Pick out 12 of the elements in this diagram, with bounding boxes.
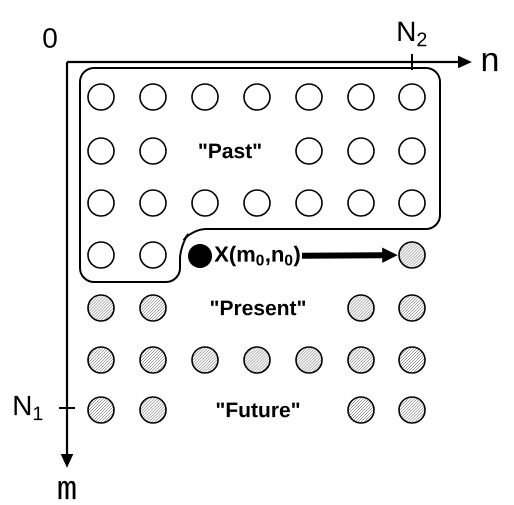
region-label: "Present"	[208, 300, 308, 316]
axis-tick-label: N$_{2}$	[395, 20, 429, 48]
current-point: X(m$_{0}$,n$_{0}$)	[188, 244, 300, 268]
axis-label: n	[478, 52, 502, 72]
region-label: "Past"	[199, 144, 261, 158]
axis-label: m	[56, 480, 78, 500]
axis-tick-label: N$_{1}$	[11, 394, 45, 422]
origin-label: 0	[41, 27, 59, 49]
region-outline	[79, 67, 441, 283]
node-label: X(m$_{0}$,n$_{0}$)	[214, 246, 300, 266]
region-label: "Future"	[214, 402, 302, 418]
grid-point	[398, 241, 426, 269]
